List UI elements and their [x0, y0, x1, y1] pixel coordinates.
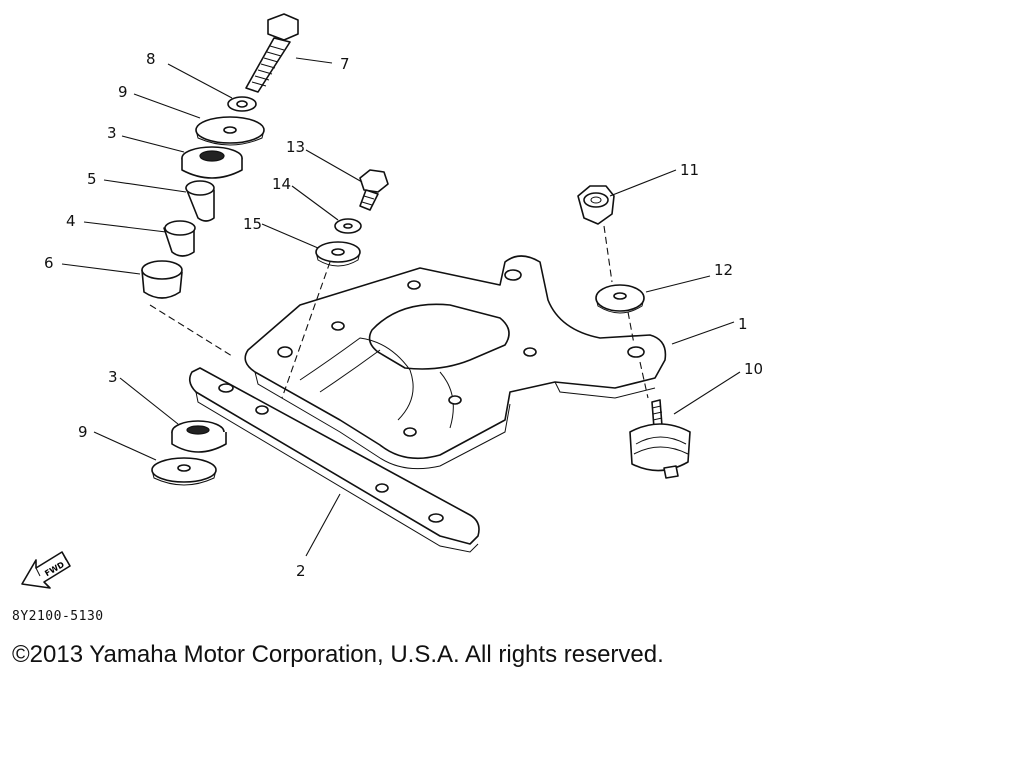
bolt-part-7	[245, 13, 299, 93]
callout-4: 4	[66, 212, 76, 230]
callout-12: 12	[714, 261, 733, 279]
callout-8: 8	[146, 50, 156, 68]
bracket-part-1	[244, 255, 667, 470]
parts-diagram: 8 7 9 3 5 4 6 13 14 15 11 12 1 10 3 9 2 …	[21, 13, 763, 589]
callout-9-lower: 9	[78, 423, 88, 441]
callout-3-upper: 3	[107, 124, 117, 142]
washer-part-9-lower	[151, 457, 217, 486]
washer-part-14	[334, 218, 362, 234]
damper-part-10	[629, 399, 691, 479]
diagram-code: 8Y2100-5130	[12, 609, 104, 624]
collar-part-4	[163, 220, 196, 257]
callout-7: 7	[340, 55, 350, 73]
washer-part-8	[227, 96, 257, 112]
collar-part-5	[185, 180, 215, 222]
callout-2: 2	[296, 562, 306, 580]
grommet-part-3-lower	[171, 420, 227, 453]
callout-14: 14	[272, 175, 291, 193]
nut-part-11	[577, 185, 615, 225]
bolt-part-13	[359, 169, 389, 211]
washer-part-15	[315, 241, 361, 267]
fwd-arrow-icon: FWD	[21, 551, 71, 589]
grommet-part-3-upper	[181, 146, 243, 179]
callout-1: 1	[738, 315, 748, 333]
callout-6: 6	[44, 254, 54, 272]
washer-part-9-upper	[195, 116, 265, 146]
callout-5: 5	[87, 170, 97, 188]
washer-part-12	[595, 284, 645, 314]
leader-lines	[61, 57, 741, 557]
copyright-notice: ©2013 Yamaha Motor Corporation, U.S.A. A…	[12, 641, 664, 668]
callout-3-lower: 3	[108, 368, 118, 386]
callout-15: 15	[243, 215, 262, 233]
callout-9-upper: 9	[118, 83, 128, 101]
callout-labels: 8 7 9 3 5 4 6 13 14 15 11 12 1 10 3 9 2	[44, 50, 763, 580]
strap-part-2	[188, 367, 480, 553]
bushing-part-6	[141, 260, 183, 299]
callout-11: 11	[680, 161, 699, 179]
callout-10: 10	[744, 360, 763, 378]
callout-13: 13	[286, 138, 305, 156]
assembly-lines	[149, 225, 649, 399]
